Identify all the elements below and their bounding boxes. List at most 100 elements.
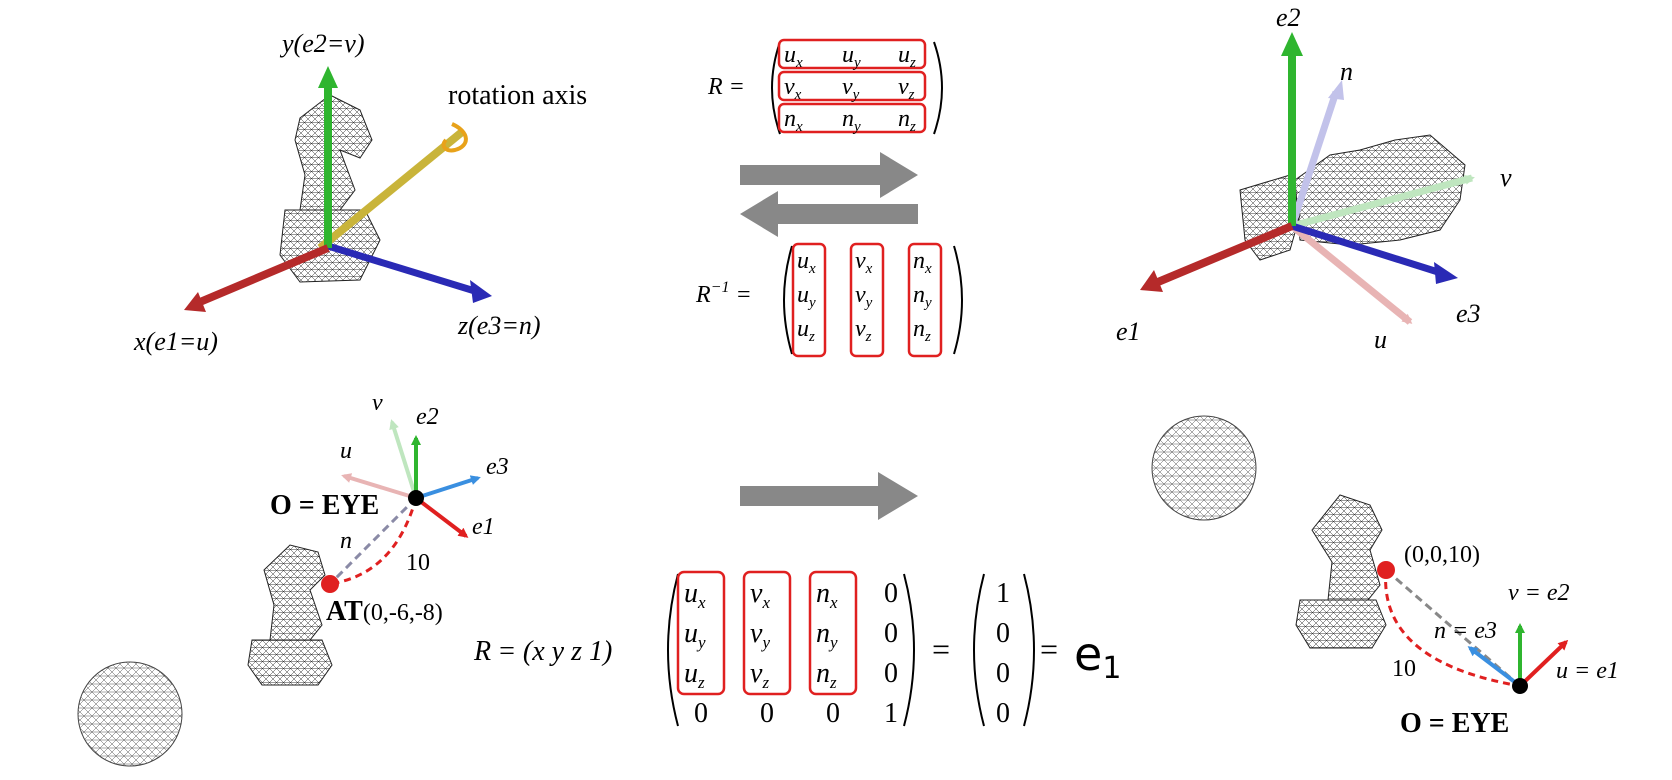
x-axis-line <box>198 244 330 306</box>
z-axis-arrowhead <box>470 280 492 303</box>
r-row-u-box <box>777 38 927 70</box>
e1-label: e1 <box>1116 317 1141 346</box>
rinv-left-paren <box>783 245 793 355</box>
z-axis-line <box>326 242 480 296</box>
eq-col-u-box <box>676 570 726 696</box>
rinv-cell-vz: vz <box>855 316 872 345</box>
rinv-cell-uy: uy <box>797 282 816 311</box>
backward-arrow <box>740 191 918 237</box>
e3-axis-line <box>1290 222 1440 276</box>
eq-row4-c2: 0 <box>760 698 774 729</box>
result-left-paren <box>973 573 985 727</box>
eye-label-br: O = EYE <box>1400 708 1509 739</box>
e3-label-bl: e3 <box>486 454 509 480</box>
u-label-bl: u <box>340 438 352 464</box>
r-cell-ny: ny <box>842 106 861 135</box>
distance-arc-br <box>1384 569 1521 688</box>
at-label: AT(0,-6,-8) <box>326 596 443 627</box>
eq-cell-uz: uz <box>684 658 705 692</box>
eq-r-label: R=(x y z 1) <box>473 636 612 667</box>
eq-col4-r1: 0 <box>884 578 898 609</box>
eq-equals-2: = <box>1040 631 1058 667</box>
rinv-cell-vy: vy <box>855 282 873 311</box>
bottom-center-panel: R=(x y z 1) ux uy uz vx vy vz nx ny nz 0… <box>473 472 1121 729</box>
rotated-knight-wireframe <box>1239 134 1466 261</box>
n-label: n <box>1340 57 1353 86</box>
r-matrix-label: R = <box>707 74 745 100</box>
eq-cell-vy: vy <box>750 618 770 652</box>
eq-col4-r3: 0 <box>884 658 898 689</box>
eq-col-v-box <box>742 570 792 696</box>
e3-label: e3 <box>1456 299 1481 328</box>
r-cell-uy: uy <box>842 42 861 71</box>
y-axis-arrowhead <box>318 66 338 88</box>
n-e3-label: n = e3 <box>1434 618 1497 644</box>
rinv-cell-ux: ux <box>797 248 816 277</box>
sphere-right <box>1151 415 1257 521</box>
r-left-paren <box>771 41 781 135</box>
rinv-col-u-box <box>791 242 827 358</box>
eq-row4-c3: 0 <box>826 698 840 729</box>
bottom-right-panel: (0,0,10) v = e2 n = e3 u = e1 10 O = EYE <box>1151 415 1619 739</box>
v-faint-arrow-bl <box>389 419 418 499</box>
r-cell-vx: vx <box>784 74 802 103</box>
rotation-arrow-icon <box>441 122 468 153</box>
eq-cell-vx: vx <box>750 578 770 612</box>
eq-cell-ny: ny <box>816 618 838 652</box>
result-r2: 0 <box>996 618 1010 649</box>
distance-arc <box>329 497 418 586</box>
x-axis-label: x(e1=u) <box>133 327 218 356</box>
rinv-matrix-label: R−1= <box>695 279 752 308</box>
eq-equals-1: = <box>932 631 950 667</box>
n-e3-arrow <box>1467 646 1522 688</box>
u-faint-arrow <box>1289 223 1413 325</box>
rinv-cell-vx: vx <box>855 248 873 277</box>
r-cell-uz: uz <box>898 42 916 71</box>
e1-arrow-bl <box>414 496 469 538</box>
r-cell-nx: nx <box>784 106 803 135</box>
r-row-v-box <box>777 70 927 102</box>
eye-point <box>408 490 424 506</box>
transform-arrow <box>740 472 918 520</box>
top-center-panel: R = ux uy uz vx vy vz nx ny nz R−1= ux u… <box>695 38 963 358</box>
eq-cell-ux: ux <box>684 578 706 612</box>
u-e1-label: u = e1 <box>1556 658 1619 684</box>
r-right-paren <box>933 41 943 135</box>
eq-cell-nz: nz <box>816 658 837 692</box>
r-cell-ux: ux <box>784 42 803 71</box>
at-point-br <box>1377 561 1395 579</box>
rinv-right-paren <box>953 245 963 355</box>
result-r4: 0 <box>996 698 1010 729</box>
coords-label: (0,0,10) <box>1404 542 1480 568</box>
n-label-bl: n <box>340 528 352 554</box>
eq-row4-c4: 1 <box>884 698 898 729</box>
eye-label-bl: O = EYE <box>270 490 379 521</box>
result-r3: 0 <box>996 658 1010 689</box>
z-axis-label: z(e3=n) <box>457 311 541 340</box>
rinv-col-v-box <box>849 242 885 358</box>
n-faint-arrow <box>1288 90 1340 228</box>
e1-axis-line <box>1156 222 1294 286</box>
knight-small-right <box>1295 494 1387 649</box>
rinv-cell-uz: uz <box>797 316 815 345</box>
e1-label-bl: e1 <box>472 514 495 540</box>
rinv-cell-ny: ny <box>913 282 932 311</box>
rinv-col-n-box <box>907 242 943 358</box>
result-r1: 1 <box>996 578 1010 609</box>
u-label: u <box>1374 325 1387 354</box>
y-axis-label: y(e2=v) <box>279 29 364 58</box>
eye-point-br <box>1512 678 1528 694</box>
eq-matrix-left-paren <box>667 573 679 727</box>
rinv-cell-nz: nz <box>913 316 931 345</box>
r-row-n-box <box>777 102 927 134</box>
bottom-left-panel: v e2 u e3 O = EYE e1 n 10 AT(0,-6,-8) <box>77 390 509 767</box>
eq-col4-r2: 0 <box>884 618 898 649</box>
at-point <box>321 575 339 593</box>
n-dashed-line <box>328 496 418 586</box>
e2-label: e2 <box>1276 3 1301 32</box>
u-e1-arrow <box>1518 639 1569 688</box>
e3-axis-arrowhead <box>1434 262 1458 284</box>
x-axis-arrowhead <box>184 292 206 312</box>
rotation-axis-line <box>317 128 465 252</box>
